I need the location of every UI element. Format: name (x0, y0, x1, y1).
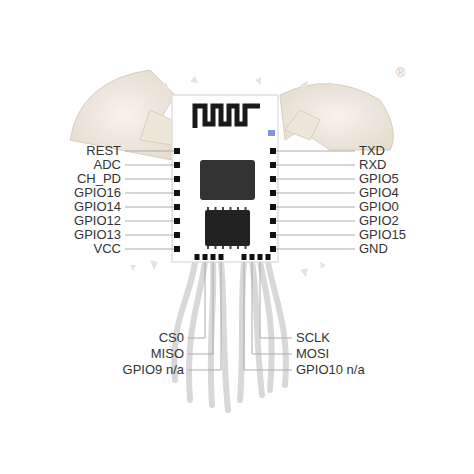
pin-pad (270, 162, 276, 168)
pin-pad (174, 246, 180, 252)
pin-name: GPIO2 (359, 214, 399, 228)
leader-line (125, 207, 174, 208)
pin-name: GPIO15 (359, 228, 406, 242)
leader-line (276, 221, 355, 222)
chip-lead (230, 207, 232, 210)
flash-chip (205, 210, 250, 246)
pin-pad (203, 254, 208, 260)
leader-line (125, 179, 174, 180)
leader-line (252, 262, 292, 354)
chip-lead (237, 246, 239, 249)
pin-pad (270, 218, 276, 224)
antenna-trace (195, 106, 260, 128)
chip-lead (245, 207, 247, 210)
pin-pad (174, 162, 180, 168)
pin-pad (270, 176, 276, 182)
pin-pad (266, 254, 271, 260)
leader-line (125, 165, 174, 166)
pin-name: GPIO0 (359, 200, 399, 214)
pin-pad (270, 232, 276, 238)
pin-pad (195, 254, 200, 260)
pin-name: GPIO4 (359, 186, 399, 200)
pin-name: SCLK (296, 331, 330, 345)
chip-lead (245, 246, 247, 249)
led-dot (268, 130, 275, 136)
pin-pad (270, 204, 276, 210)
pin-name: REST (86, 144, 121, 158)
chip-lead (222, 246, 224, 249)
pin-pad (174, 232, 180, 238)
mcu-chip (200, 160, 255, 200)
pin-name: MISO (151, 347, 184, 361)
pin-name: GND (359, 242, 388, 256)
registered-mark: ® (396, 66, 405, 80)
leader-line (125, 221, 174, 222)
leader-line (260, 262, 292, 338)
pin-name: ADC (94, 158, 121, 172)
pin-name: TXD (359, 144, 385, 158)
pin-pad (211, 254, 216, 260)
pin-name: VCC (94, 242, 121, 256)
shell-splinters (130, 76, 326, 277)
pin-pad (270, 148, 276, 154)
leader-line (276, 151, 355, 152)
pin-pad (174, 148, 180, 154)
chip-lead (215, 246, 217, 249)
leader-line (188, 262, 221, 370)
pin-pad (270, 190, 276, 196)
pin-pad (242, 254, 247, 260)
pin-pad (250, 254, 255, 260)
chip-lead (215, 207, 217, 210)
leader-line (276, 235, 355, 236)
pin-name: GPIO13 (74, 228, 121, 242)
leader-line (276, 179, 355, 180)
chip-lead (207, 246, 209, 249)
pin-name: GPIO10 n/a (296, 363, 365, 377)
pin-pad (174, 204, 180, 210)
pin-name: GPIO9 n/a (123, 363, 184, 377)
pin-pad (270, 246, 276, 252)
chip-lead (207, 207, 209, 210)
chip-lead (237, 207, 239, 210)
pin-pad (174, 176, 180, 182)
leader-line (276, 249, 355, 250)
chip-lead (230, 246, 232, 249)
leader-line (244, 262, 292, 370)
leader-line (188, 262, 213, 354)
leader-line (125, 249, 174, 250)
leader-line (125, 193, 174, 194)
pin-name: GPIO14 (74, 200, 121, 214)
pin-pad (174, 218, 180, 224)
leader-line (188, 262, 205, 338)
pin-name: RXD (359, 158, 386, 172)
pin-name: CH_PD (77, 172, 121, 186)
pin-pad (258, 254, 263, 260)
hanging-wires (174, 262, 286, 410)
pin-name: GPIO12 (74, 214, 121, 228)
leader-line (276, 165, 355, 166)
leader-line (276, 207, 355, 208)
pin-name: GPIO16 (74, 186, 121, 200)
leader-lines (125, 151, 355, 370)
pin-name: MOSI (296, 347, 329, 361)
chip-lead (222, 207, 224, 210)
leader-line (125, 151, 174, 152)
pin-pad (219, 254, 224, 260)
leader-line (276, 193, 355, 194)
esp-module (172, 95, 278, 262)
pin-pad (174, 190, 180, 196)
pin-name: GPIO5 (359, 172, 399, 186)
leader-line (125, 235, 174, 236)
pin-name: CS0 (159, 331, 184, 345)
